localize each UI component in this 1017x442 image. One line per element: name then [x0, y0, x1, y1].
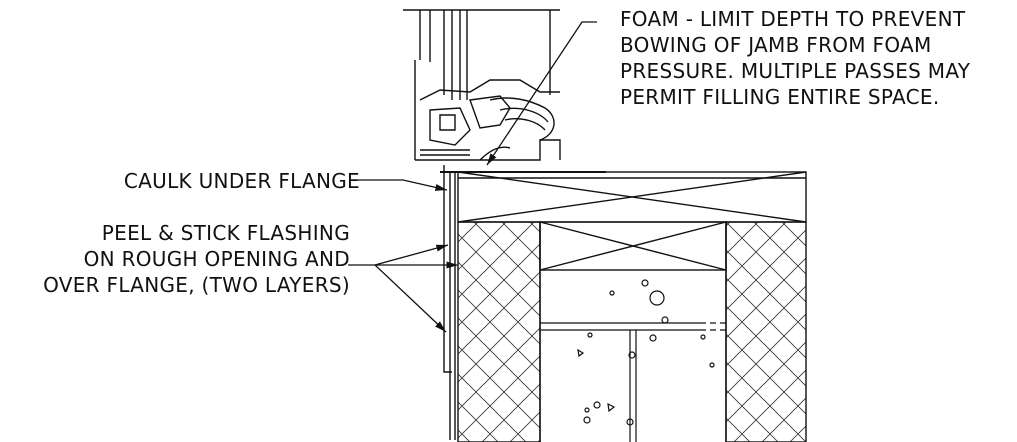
flashing-note-line: PEEL & STICK FLASHING — [101, 221, 350, 245]
caulk-note-text: CAULK UNDER FLANGE — [123, 169, 360, 193]
foam-note-line: FOAM - LIMIT DEPTH TO PREVENT — [620, 7, 966, 31]
window-frame — [403, 9, 561, 161]
foam-note-line: BOWING OF JAMB FROM FOAM — [620, 33, 932, 57]
foam-leader — [486, 21, 597, 166]
header-block — [539, 221, 727, 271]
flashing-leader-1 — [374, 244, 449, 266]
flashing-note-line: OVER FLANGE, (TWO LAYERS) — [43, 273, 350, 297]
flashing-note-line: ON ROUGH OPENING AND — [83, 247, 350, 271]
flashing-note: PEEL & STICK FLASHING ON ROUGH OPENING A… — [0, 220, 350, 298]
caulk-leader — [358, 179, 448, 191]
foam-note-line: PRESSURE. MULTIPLE PASSES MAY — [620, 59, 971, 83]
flashing-membrane — [443, 165, 456, 440]
flashing-leader-3 — [374, 264, 447, 333]
foam-note: FOAM - LIMIT DEPTH TO PREVENT BOWING OF … — [620, 6, 970, 110]
leaders — [348, 21, 597, 333]
sill-framing — [440, 171, 807, 223]
foam-note-line: PERMIT FILLING ENTIRE SPACE. — [620, 85, 940, 109]
caulk-note: CAULK UNDER FLANGE — [100, 168, 360, 194]
jamb-framing — [457, 221, 807, 442]
concrete-fill — [540, 279, 726, 442]
